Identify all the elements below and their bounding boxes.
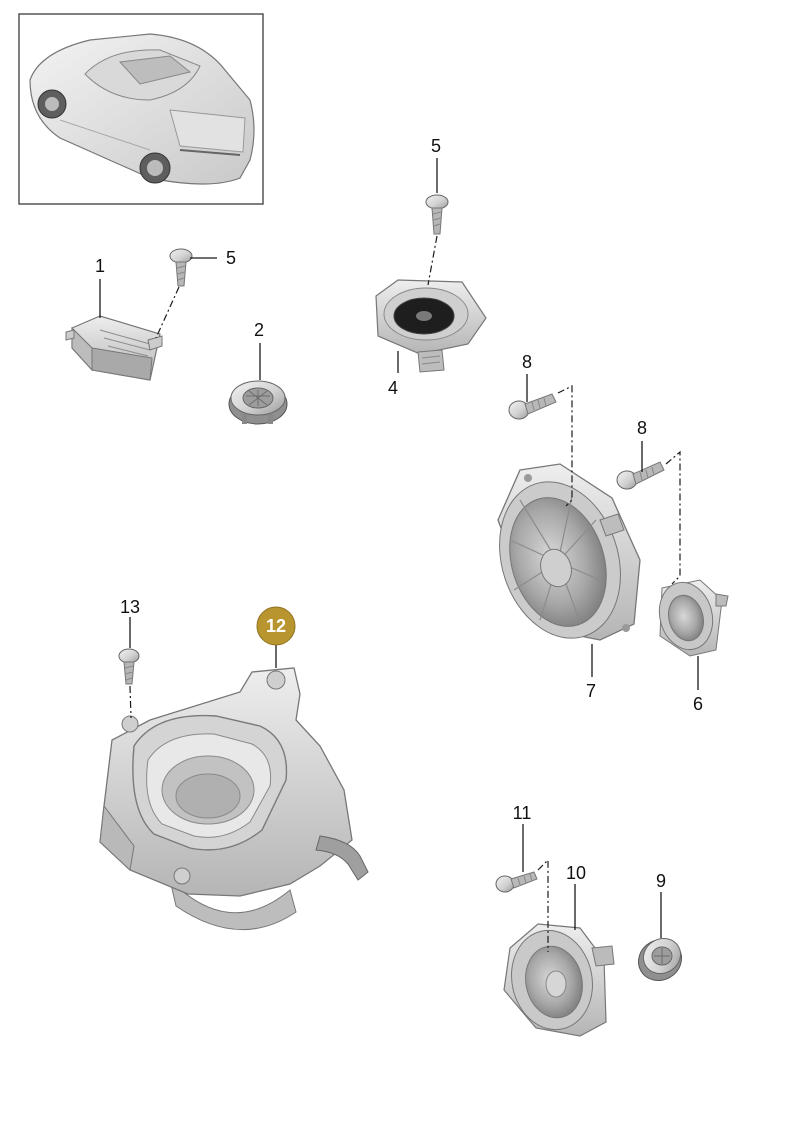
callout-1[interactable]: 1 xyxy=(95,256,105,276)
callout-4[interactable]: 4 xyxy=(388,378,398,398)
callout-11[interactable]: 11 xyxy=(513,803,532,823)
callout-9[interactable]: 9 xyxy=(656,871,666,891)
callout-5-right[interactable]: 5 xyxy=(431,136,441,156)
callout-12-badge[interactable]: 12 xyxy=(256,606,296,646)
callout-8-bottom[interactable]: 8 xyxy=(637,418,647,438)
part-9-tweeter[interactable] xyxy=(631,932,689,989)
assembly-lines xyxy=(129,235,681,952)
car-illustration xyxy=(29,33,255,185)
part-2-tweeter[interactable] xyxy=(228,380,288,425)
vehicle-thumbnail xyxy=(18,13,264,205)
callout-12[interactable]: 12 xyxy=(266,616,286,636)
part-7-woofer[interactable] xyxy=(480,463,641,654)
part-12-subwoofer-housing[interactable] xyxy=(99,667,369,930)
part-5-screw-left[interactable] xyxy=(169,248,193,287)
callout-10[interactable]: 10 xyxy=(566,863,586,883)
callouts: 1 2 4 5 5 6 7 8 8 9 10 11 13 12 xyxy=(95,136,703,891)
callout-7[interactable]: 7 xyxy=(586,681,596,701)
part-6-midrange[interactable] xyxy=(652,576,729,657)
part-11-screw[interactable] xyxy=(495,871,538,893)
part-4-center-speaker[interactable] xyxy=(375,279,487,373)
callout-2[interactable]: 2 xyxy=(254,320,264,340)
part-13-screw[interactable] xyxy=(118,648,140,685)
callout-6[interactable]: 6 xyxy=(693,694,703,714)
part-8-screw-bottom[interactable] xyxy=(616,461,665,490)
callout-5-left[interactable]: 5 xyxy=(226,248,236,268)
part-5-screw-right[interactable] xyxy=(425,194,449,235)
part-1-module[interactable] xyxy=(65,315,163,381)
callout-13[interactable]: 13 xyxy=(120,597,140,617)
leader-lines xyxy=(99,158,699,938)
part-8-screw-top[interactable] xyxy=(508,393,557,420)
callout-8-top[interactable]: 8 xyxy=(522,352,532,372)
part-10-rear-speaker[interactable] xyxy=(502,923,615,1037)
